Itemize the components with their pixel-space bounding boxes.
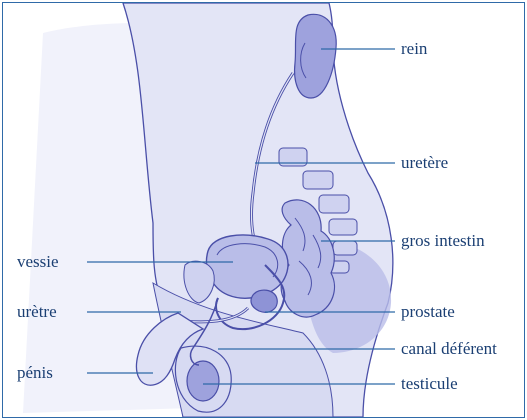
- label-gros-intestin: gros intestin: [401, 232, 485, 250]
- label-rein: rein: [401, 40, 427, 58]
- bladder-shape: [207, 235, 288, 298]
- label-uretere: uretère: [401, 154, 448, 172]
- label-canal-deferent: canal déférent: [401, 340, 497, 358]
- label-testicule: testicule: [401, 375, 458, 393]
- label-uretre: urètre: [17, 303, 57, 321]
- prostate-shape: [251, 290, 277, 312]
- label-vessie: vessie: [17, 253, 59, 271]
- testicle-shape: [187, 361, 219, 401]
- label-prostate: prostate: [401, 303, 455, 321]
- label-penis: pénis: [17, 364, 53, 382]
